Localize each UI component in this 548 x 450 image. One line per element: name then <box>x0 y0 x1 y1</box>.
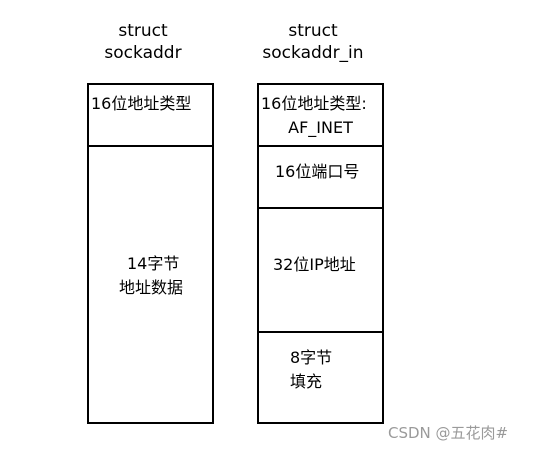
sockaddr-in-field-padding: 8字节 填充 <box>259 333 382 422</box>
sockaddr-field-address-family: 16位地址类型 <box>89 85 212 147</box>
sockaddr-field-address-data: 14字节 地址数据 <box>89 147 212 422</box>
field-label: 32位IP地址 <box>273 255 356 274</box>
field-label: 16位地址类型 <box>91 94 192 113</box>
field-label: 8字节 <box>290 348 333 367</box>
field-label: 14字节 <box>127 254 180 273</box>
sockaddr-in-title-line1: struct <box>288 21 338 41</box>
sockaddr-in-title-line2: sockaddr_in <box>262 43 364 63</box>
sockaddr-in-field-port: 16位端口号 <box>259 147 382 209</box>
field-label: 填充 <box>290 372 323 391</box>
sockaddr-in-title: struct sockaddr_in <box>253 20 373 64</box>
sockaddr-in-field-address-family: 16位地址类型: AF_INET <box>259 85 382 147</box>
csdn-watermark: CSDN @五花肉# <box>388 424 509 442</box>
sockaddr-in-field-ip-address: 32位IP地址 <box>259 209 382 333</box>
sockaddr-box: 16位地址类型 14字节 地址数据 <box>87 83 214 424</box>
field-label: 16位端口号 <box>275 162 360 181</box>
sockaddr-title: struct sockaddr <box>88 20 198 64</box>
field-label: 地址数据 <box>119 278 184 297</box>
sockaddr-title-line2: sockaddr <box>104 43 182 63</box>
sockaddr-title-line1: struct <box>118 21 168 41</box>
field-label: 16位地址类型: <box>261 94 367 113</box>
field-label: AF_INET <box>288 118 353 137</box>
sockaddr-in-box: 16位地址类型: AF_INET 16位端口号 32位IP地址 8字节 填充 <box>257 83 384 424</box>
